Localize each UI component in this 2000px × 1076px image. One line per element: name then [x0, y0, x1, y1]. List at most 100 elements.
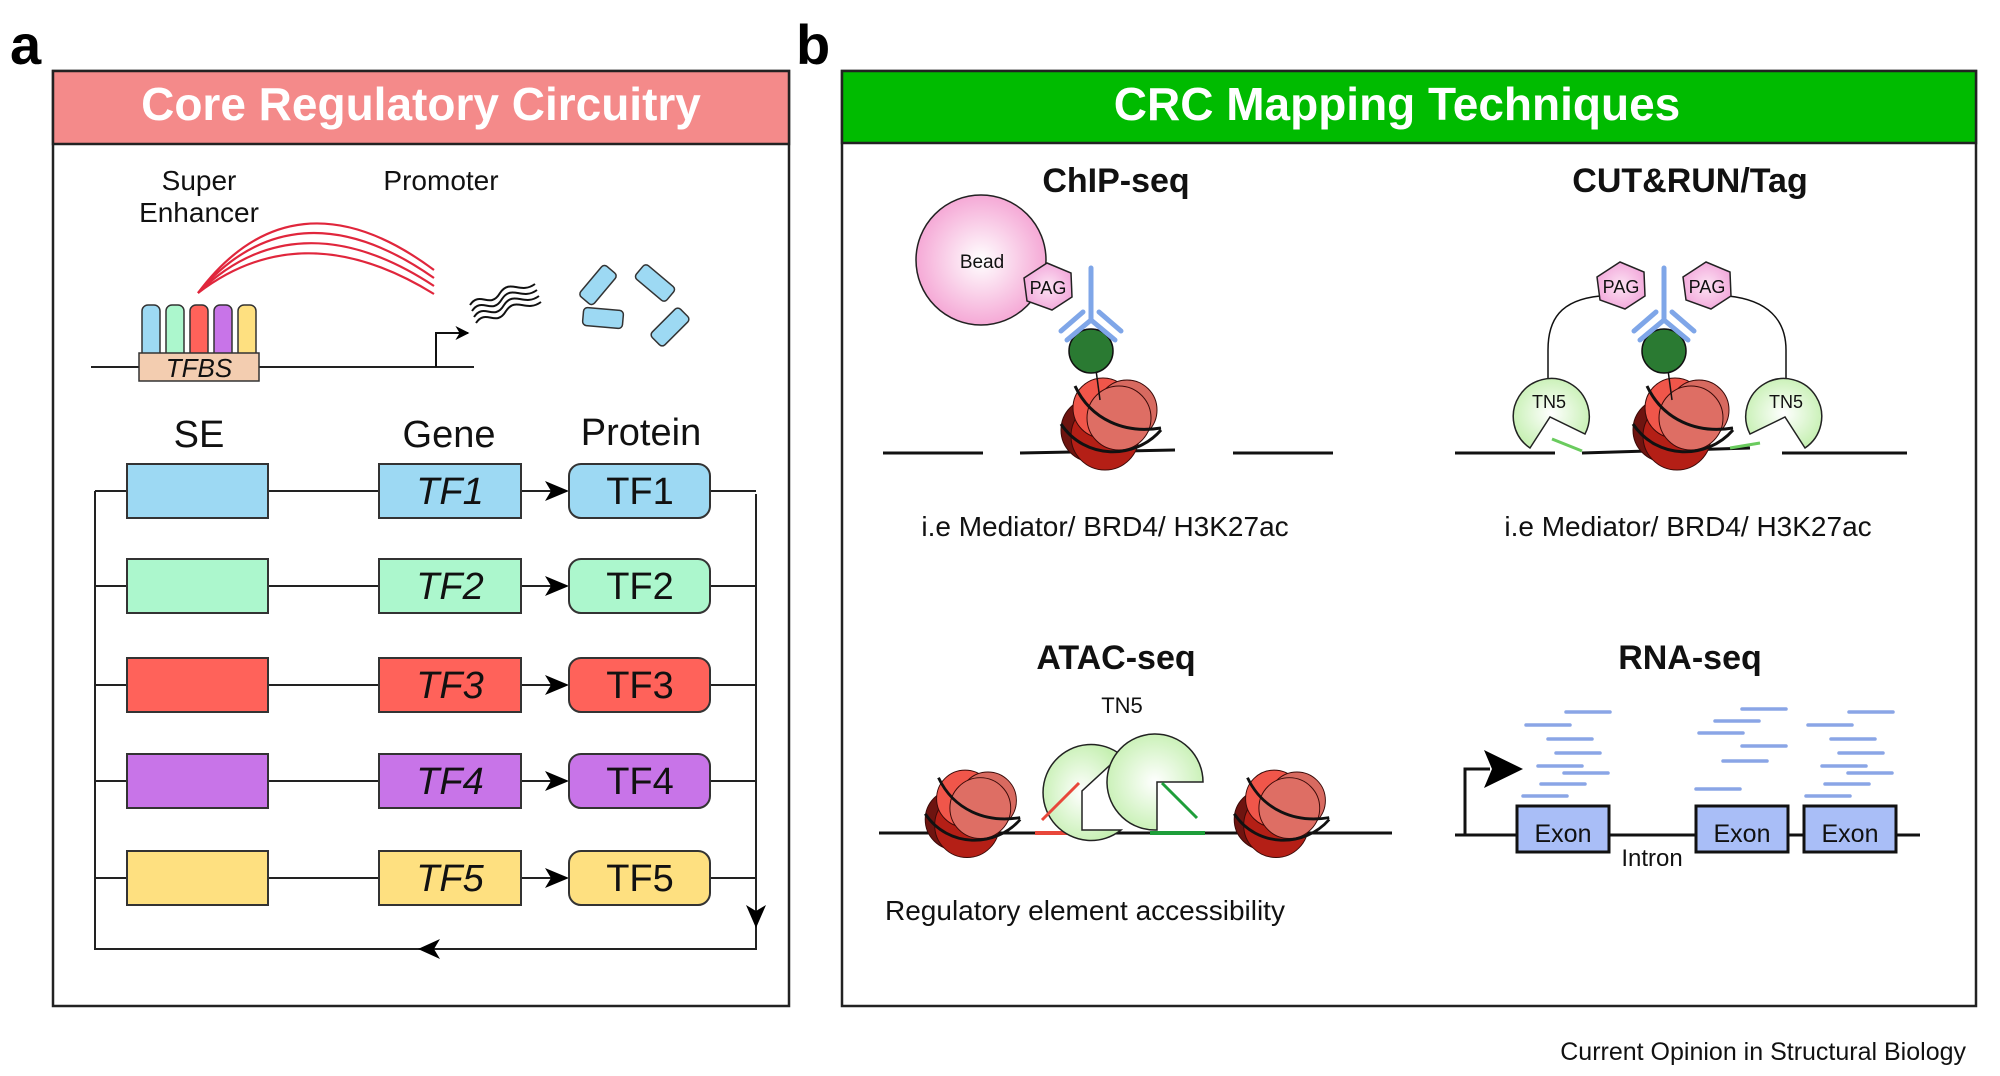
exon-label-3: Exon — [1822, 820, 1879, 848]
protein-label: TF1 — [606, 471, 674, 513]
transposon-red — [1040, 781, 1081, 822]
feedback-arrow-left-icon — [418, 939, 440, 959]
panel-a-title: Core Regulatory Circuitry — [141, 78, 701, 130]
translation-arrow-icon — [545, 675, 569, 695]
chip-seq-title: ChIP-seq — [1042, 162, 1189, 200]
regulatory-schematic: Super Enhancer Promoter TFBS — [91, 165, 690, 383]
exon-label-1: Exon — [1535, 820, 1592, 848]
tss-arrow-icon — [1463, 767, 1490, 835]
cut-run-title: CUT&RUN/Tag — [1572, 162, 1807, 200]
bead-label: Bead — [960, 252, 1004, 273]
protein-box — [568, 753, 711, 809]
panel-label-a: a — [10, 13, 42, 76]
protein-label: TF4 — [606, 761, 674, 803]
gene-label: TF1 — [416, 471, 484, 513]
epitope-icon — [1068, 328, 1114, 374]
protein-box — [568, 657, 711, 713]
pag-icon-right — [1682, 261, 1732, 310]
mrna-transcripts-icon — [469, 283, 542, 324]
exon-label-2: Exon — [1714, 820, 1771, 848]
gene-label: TF2 — [416, 566, 484, 608]
atac-seq-title: ATAC-seq — [1036, 639, 1195, 677]
panel-a: Core Regulatory Circuitry Super Enhancer… — [51, 69, 791, 1008]
feedback-arrow-down-icon — [746, 905, 766, 928]
translation-arrow-icon — [545, 481, 569, 501]
se-box — [126, 850, 269, 906]
gene-box — [378, 850, 522, 906]
protein-column-header: Protein — [581, 412, 701, 454]
panel-b-title: CRC Mapping Techniques — [1114, 78, 1681, 130]
se-box — [126, 753, 269, 809]
transposon-green — [1160, 781, 1199, 820]
tfbs-box — [138, 352, 260, 382]
tn5-label: TN5 — [1101, 693, 1143, 718]
chip-seq-diagram: ChIP-seq Bead PAG i.e Mediator/ BRD4/ H3… — [883, 162, 1333, 542]
panel-a-header — [51, 69, 791, 146]
gene-label: TF5 — [416, 858, 484, 900]
tn5-icon-right — [1106, 733, 1204, 831]
antibody-icon — [1058, 265, 1124, 343]
se-column-header: SE — [174, 414, 225, 456]
tn5-icon-right — [1745, 377, 1823, 450]
tn5-label-right: TN5 — [1769, 392, 1803, 412]
promoter-label: Promoter — [383, 165, 498, 196]
sequencing-reads — [1521, 707, 1895, 798]
translation-arrow-icon — [545, 771, 569, 791]
intron-label: Intron — [1621, 845, 1682, 872]
tss-arrowhead-icon — [1484, 750, 1523, 788]
rna-seq-diagram: RNA-seq Exon Exon Exon Intron — [1455, 639, 1920, 872]
pag-icon — [1023, 262, 1073, 311]
circuit-row: TF3 TF3 — [95, 657, 756, 713]
cut-fragment-left — [1551, 437, 1583, 453]
tether-line-right — [1727, 295, 1787, 390]
translation-arrow-icon — [545, 868, 569, 888]
cut-fragment-right — [1729, 441, 1761, 450]
protein-box — [568, 463, 711, 519]
exon-3 — [1802, 804, 1898, 854]
exon-1 — [1515, 804, 1611, 854]
epitope-icon — [1641, 328, 1687, 374]
atac-seq-diagram: ATAC-seq TN5 Regulatory element accessib… — [879, 639, 1392, 926]
gene-box — [378, 558, 522, 614]
gene-box — [378, 753, 522, 809]
pag-label-right: PAG — [1689, 277, 1726, 297]
panel-b-header — [840, 69, 1978, 145]
protein-label: TF5 — [606, 858, 674, 900]
panel-label-b: b — [796, 13, 830, 76]
super-enhancer-label: Super — [162, 165, 237, 196]
se-box — [126, 657, 269, 713]
tn5-icon-left — [1042, 743, 1124, 842]
se-box — [126, 463, 269, 519]
circuit-row: TF4 TF4 — [95, 753, 756, 809]
protein-box — [568, 850, 711, 906]
enhancer-promoter-loops — [197, 222, 435, 295]
panel-b: CRC Mapping Techniques ChIP-seq Bead PAG… — [840, 69, 1978, 1008]
tether-line-left — [1547, 295, 1601, 390]
circuit-row: TF1 TF1 — [95, 463, 756, 519]
se-box — [126, 558, 269, 614]
antibody-icon — [1631, 265, 1697, 343]
gene-label: TF4 — [416, 761, 484, 803]
tether-line — [1095, 369, 1101, 401]
tether-line — [1667, 369, 1673, 401]
gene-box — [378, 463, 522, 519]
gene-column-header: Gene — [403, 414, 496, 456]
exon-2 — [1694, 804, 1790, 854]
protein-box — [568, 558, 711, 614]
tfbs-label: TFBS — [166, 353, 233, 383]
gene-label: TF3 — [416, 665, 484, 707]
cut-run-caption: i.e Mediator/ BRD4/ H3K27ac — [1504, 511, 1871, 542]
pag-icon-left — [1596, 261, 1646, 310]
pag-label: PAG — [1030, 278, 1067, 298]
circuit-row: TF5 TF5 — [95, 850, 756, 906]
tf-binding-bars — [141, 304, 257, 366]
protein-label: TF2 — [606, 566, 674, 608]
tn5-label-left: TN5 — [1532, 392, 1566, 412]
gene-box — [378, 657, 522, 713]
rna-seq-title: RNA-seq — [1618, 639, 1762, 677]
protein-label: TF3 — [606, 665, 674, 707]
cut-run-tag-diagram: CUT&RUN/Tag PAG PAG TN5 TN5 i.e — [1455, 162, 1907, 542]
chip-seq-caption: i.e Mediator/ BRD4/ H3K27ac — [921, 511, 1288, 542]
